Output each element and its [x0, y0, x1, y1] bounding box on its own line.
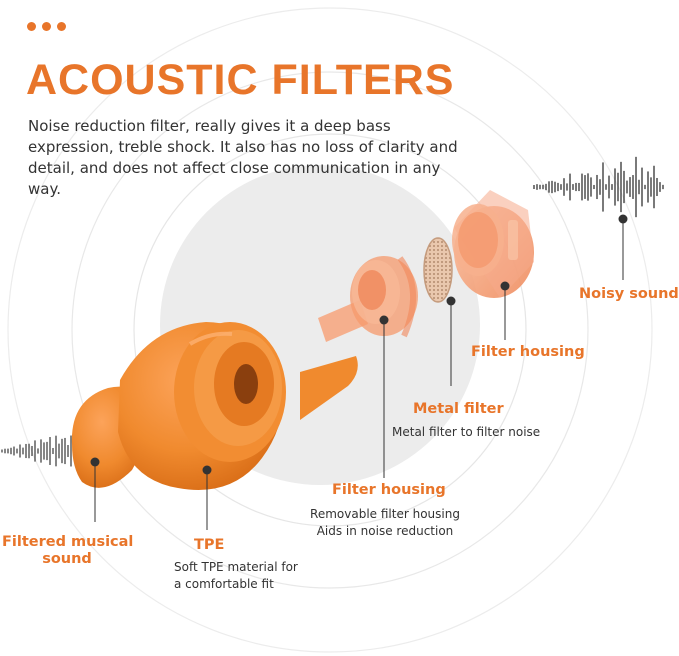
- pointer-dots: [90, 214, 628, 475]
- metal-filter-description: Metal filter to filter noise: [392, 425, 541, 439]
- filter-housing-insert: [318, 256, 418, 342]
- description-line: Soft TPE material for: [174, 560, 298, 574]
- label-line: sound: [42, 551, 92, 567]
- label-line: Filtered musical: [2, 534, 134, 550]
- decorative-dots: [27, 22, 66, 31]
- tpe-label: TPE: [194, 537, 225, 553]
- filter-housing-inner-label: Filter housing: [332, 482, 446, 498]
- intro-text: Noise reduction filter, really gives it …: [28, 117, 458, 198]
- leader-lines: [94, 220, 624, 530]
- metal-filter-mesh: [423, 237, 453, 303]
- dot-icon: [57, 22, 66, 31]
- filtered-sound-wave: [1, 435, 72, 467]
- dot-icon: [27, 22, 36, 31]
- dot-icon: [42, 22, 51, 31]
- noisy-sound-label: Noisy sound: [579, 286, 679, 302]
- tpe-description: Soft TPE material for a comfortable fit: [174, 559, 298, 593]
- noisy-sound-wave: [533, 156, 664, 218]
- metal-filter-label: Metal filter: [413, 401, 504, 417]
- filtered-sound-label: Filtered musical sound: [2, 534, 134, 568]
- filter-housing-inner-description: Removable filter housing Aids in noise r…: [300, 506, 470, 540]
- page-title: ACOUSTIC FILTERS: [26, 56, 455, 104]
- filter-housing-outer-label: Filter housing: [471, 344, 585, 360]
- description-line: Removable filter housing: [310, 507, 460, 521]
- description-line: Aids in noise reduction: [316, 524, 454, 538]
- description-line: a comfortable fit: [174, 577, 274, 591]
- filter-housing-cap: [452, 190, 534, 298]
- earplug-body: [71, 322, 358, 490]
